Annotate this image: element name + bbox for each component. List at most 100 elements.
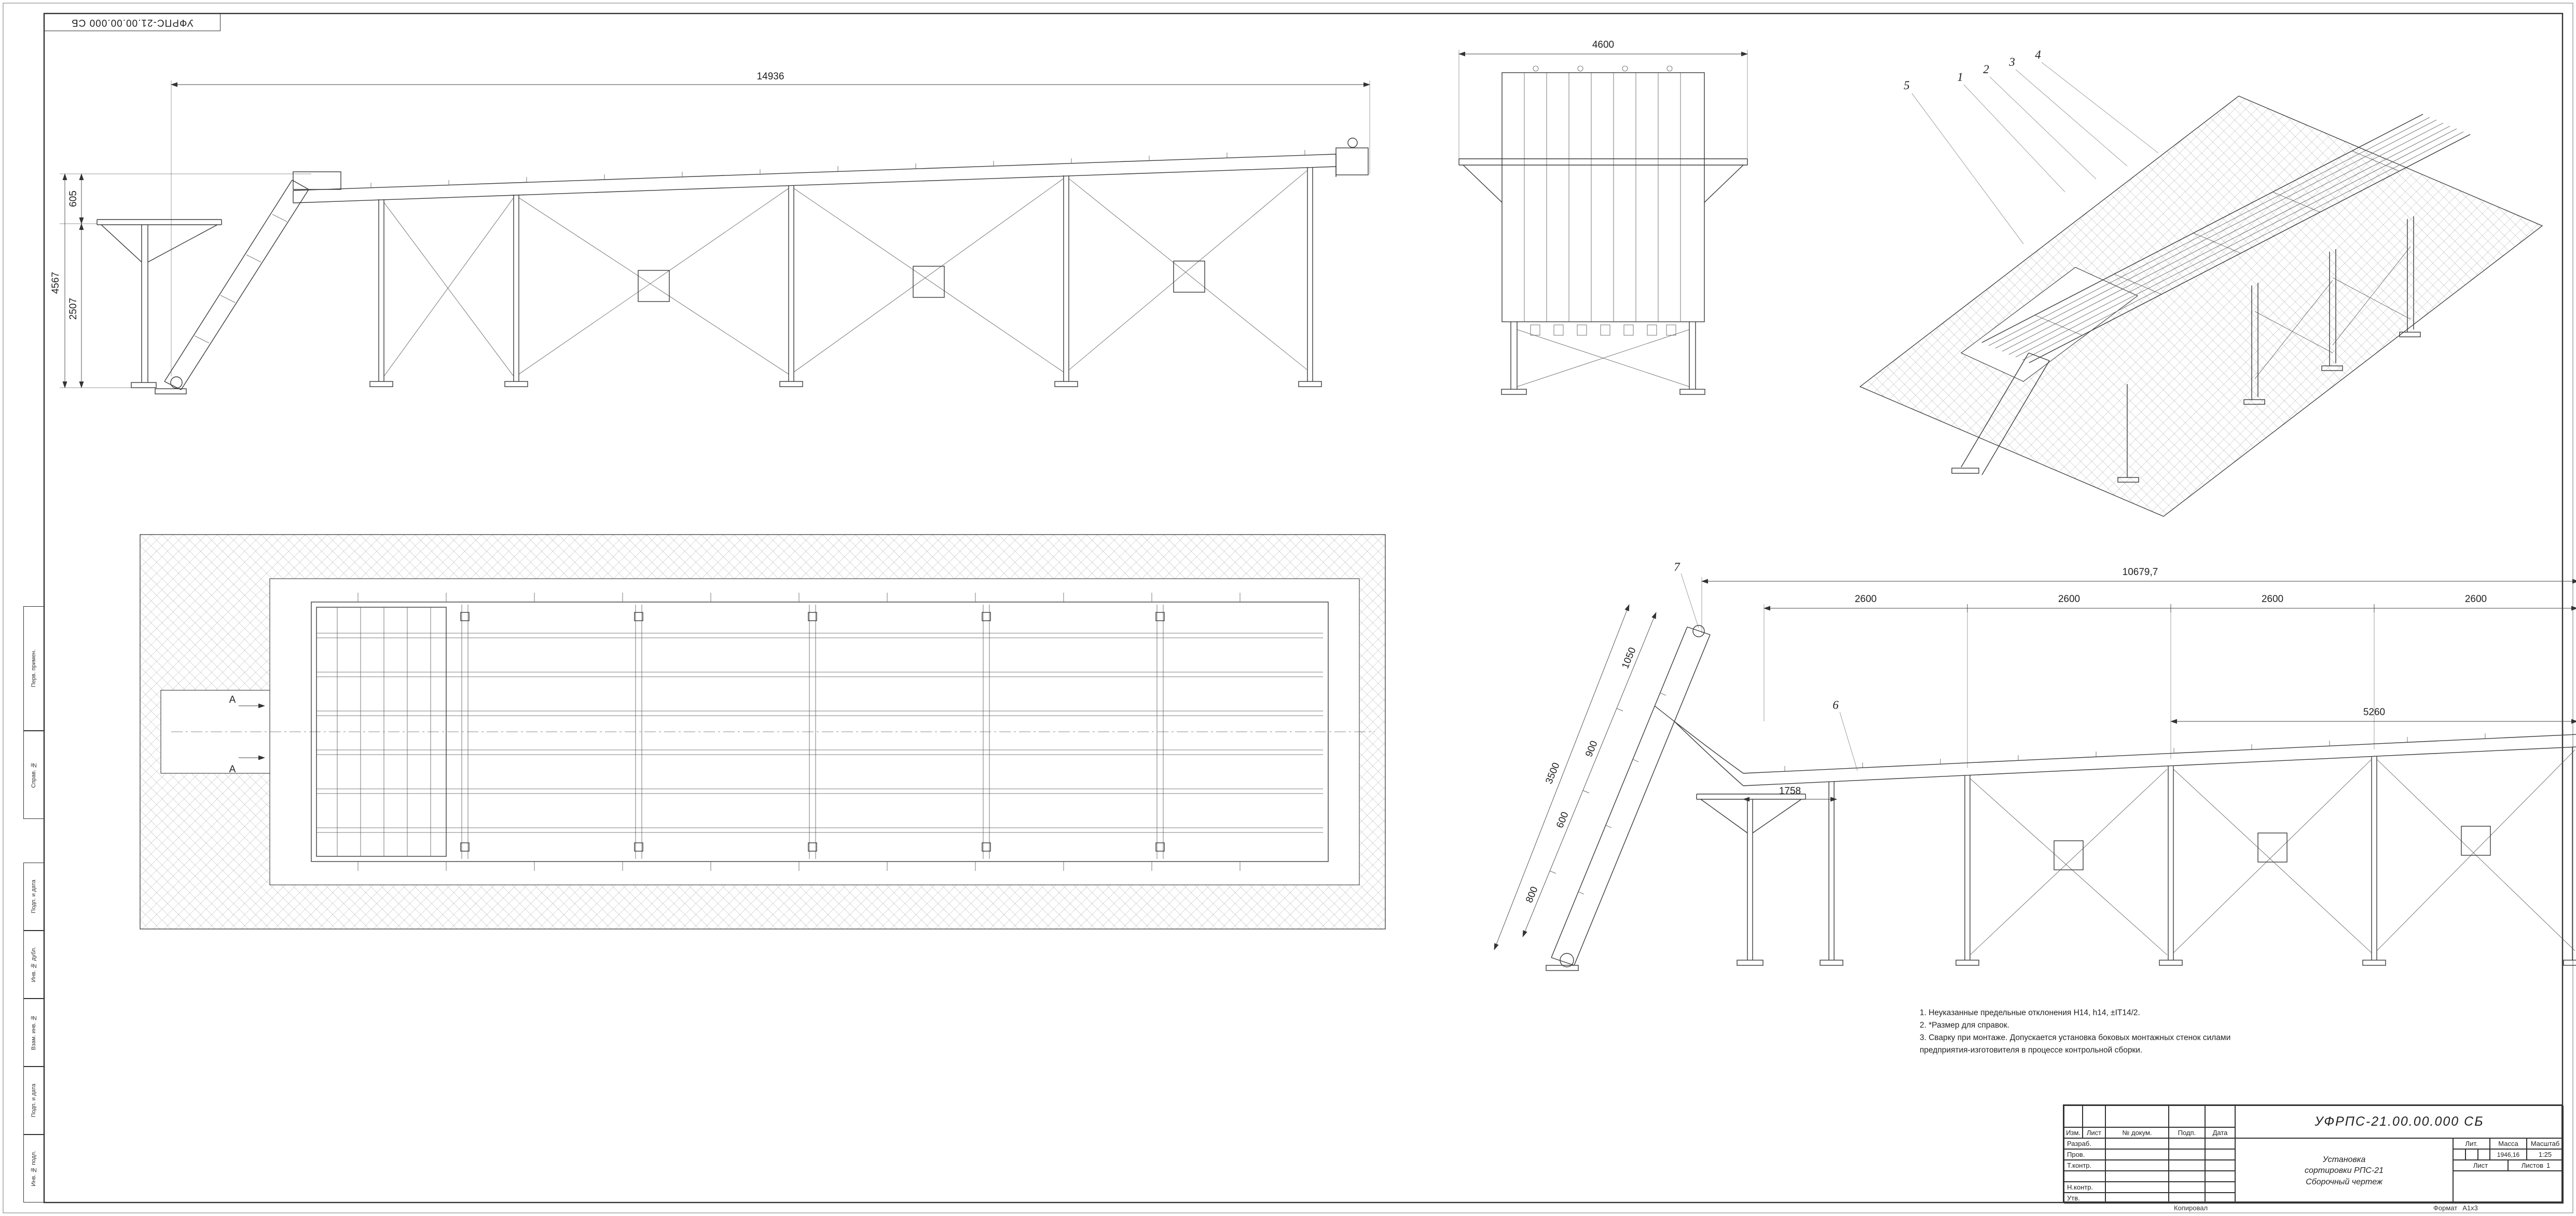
tb-cell-name: [2105, 1149, 2169, 1160]
plate-opening: [1960, 267, 2139, 382]
tb-role-tkontr: Т.контр.: [2064, 1160, 2105, 1171]
tb-cell-sign: [2169, 1149, 2205, 1160]
note-line: 3. Сварку при монтаже. Допускается устан…: [1920, 1033, 2231, 1043]
tb-header-doc-no: № докум.: [2105, 1127, 2169, 1138]
tb-cell-blank: [2064, 1105, 2083, 1127]
format-label: Формат А1х3: [2433, 1204, 2478, 1212]
margin-stamp-vzam-inv: Взам. инв. №: [23, 999, 44, 1067]
margin-stamp-inv-podl: Инв. № подл.: [23, 1135, 44, 1203]
tb-cell-blank: [2083, 1105, 2105, 1127]
tb-header-list: Лист: [2083, 1127, 2105, 1138]
note-line: 2. *Размер для справок.: [1920, 1021, 2009, 1030]
note-line: предприятия-изготовителя в процессе конт…: [1920, 1046, 2143, 1055]
position-balloon: 7: [1674, 561, 1680, 573]
view-side-dimensioned: 10679,7 2600 2600 2600 2600 5260: [1494, 561, 2576, 971]
tb-role-razrab: Разраб.: [2064, 1138, 2105, 1149]
position-leaders: 7 6: [1674, 561, 1858, 771]
view-end-elevation: 4600: [1458, 39, 1748, 395]
tb-cell-blank: [2169, 1105, 2205, 1127]
top-left-stamp-text: УФРПС-21.00.00.000 СБ: [71, 17, 194, 28]
support-bents: [1820, 747, 2576, 966]
tb-header-izm: Изм.: [2064, 1127, 2083, 1138]
tb-product-title: Установка сортировки РПС-21 Сборочный че…: [2235, 1138, 2453, 1204]
position-balloon: 6: [1833, 699, 1839, 712]
dim-height-total: 4567: [50, 272, 61, 294]
position-balloon: 4: [2035, 48, 2041, 61]
iso-supports: [2117, 216, 2421, 483]
tb-cell-date: [2205, 1138, 2235, 1149]
dim-boom-total: 3500: [1544, 761, 1562, 785]
dim-boom-seg: 800: [1524, 885, 1540, 904]
tb-header-lit: Лит.: [2453, 1138, 2490, 1149]
tb-header-scale: Масштаб: [2527, 1138, 2564, 1149]
dim-boom-seg: 600: [1554, 810, 1571, 829]
technical-notes: 1. Неуказанные предельные отклонения Н14…: [1920, 1007, 2387, 1057]
tb-cell-date: [2205, 1193, 2235, 1204]
boom-dimensions: 800 600 900 1050 3500 1758: [1494, 604, 1837, 950]
margin-stamp-inv-dubl: Инв. № дубл.: [23, 931, 44, 999]
tb-role-prov: Пров.: [2064, 1149, 2105, 1160]
section-marks: А А: [229, 694, 265, 775]
top-left-stamp: УФРПС-21.00.00.000 СБ: [44, 13, 221, 31]
dim-bay: 2600: [2262, 594, 2283, 605]
tb-cell-date: [2205, 1149, 2235, 1160]
dim-height-top: 605: [68, 190, 79, 207]
tb-sheet-label: Лист: [2453, 1160, 2508, 1171]
tb-cell-name: [2105, 1193, 2169, 1204]
conveyor-deck: [1743, 730, 2576, 786]
tb-cell-name: [2105, 1171, 2169, 1182]
t-support-stand: [97, 219, 222, 388]
tb-cell-sign: [2169, 1182, 2205, 1193]
position-balloon: 2: [1983, 63, 1989, 76]
tb-cell-name: [2105, 1182, 2169, 1193]
tb-sheets-label: Листов 1: [2508, 1160, 2564, 1171]
tb-cell-date: [2205, 1182, 2235, 1193]
tb-doc-number: УФРПС-21.00.00.000 СБ: [2235, 1105, 2564, 1138]
tb-role-nkontr: Н.контр.: [2064, 1182, 2105, 1193]
margin-stamp-sprav-no: Справ. №: [23, 731, 44, 819]
t-support-stand: [1696, 794, 1806, 966]
ground-plate: [1859, 95, 2543, 517]
title-block: Изм. Лист № докум. Подп. Дата Разраб. Пр…: [2063, 1104, 2564, 1204]
tb-cell-date: [2205, 1171, 2235, 1182]
dim-knee: 1758: [1779, 786, 1801, 797]
tb-cell-blank: [2105, 1105, 2169, 1127]
position-balloon: 1: [1957, 71, 1963, 84]
margin-stamp-perv-primen: Перв. примен.: [23, 606, 44, 731]
tb-scale-value: 1:25: [2527, 1149, 2564, 1160]
inclined-boom: [1546, 625, 1744, 971]
tb-mass-value: 1946,16: [2490, 1149, 2527, 1160]
tb-lit-cell: [2478, 1149, 2490, 1160]
tb-header-podp: Подп.: [2169, 1127, 2205, 1138]
tb-cell-date: [2205, 1160, 2235, 1171]
tb-cell-sign: [2169, 1193, 2205, 1204]
dim-bay: 2600: [2058, 594, 2080, 605]
iso-conveyor: [1951, 114, 2471, 475]
dim-bay: 2600: [2465, 594, 2487, 605]
dim-right-span: 5260: [2363, 707, 2385, 718]
note-line: 1. Неуказанные предельные отклонения Н14…: [1920, 1008, 2140, 1017]
margin-stamp-podp-data-2: Подп. и дата: [23, 1067, 44, 1135]
position-leaders: 5 1 2 3 4: [1904, 48, 2159, 244]
plan-conveyor-frame: [311, 593, 1329, 871]
tb-cell-name: [2105, 1160, 2169, 1171]
tb-org-cell: [2453, 1171, 2564, 1204]
support-bents: [369, 167, 1322, 387]
dim-total: 10679,7: [2123, 567, 2158, 578]
tb-role-utv: Утв.: [2064, 1193, 2105, 1204]
tb-lit-cell: [2465, 1149, 2478, 1160]
dim-boom-seg: 1050: [1620, 646, 1638, 670]
position-balloon: 3: [2008, 56, 2015, 69]
dim-overall-length: 14936: [757, 71, 784, 82]
inclined-boom: [155, 180, 309, 394]
legs: [1501, 322, 1705, 395]
view-isometric: 5 1 2 3 4: [1859, 48, 2543, 517]
tb-cell-blank: [2064, 1171, 2105, 1182]
conveyor-deck: [293, 138, 1369, 203]
tb-cell-sign: [2169, 1160, 2205, 1171]
panel-box: [1501, 65, 1705, 322]
tb-lit-cell: [2453, 1149, 2465, 1160]
view-plan: А А: [140, 534, 1386, 930]
